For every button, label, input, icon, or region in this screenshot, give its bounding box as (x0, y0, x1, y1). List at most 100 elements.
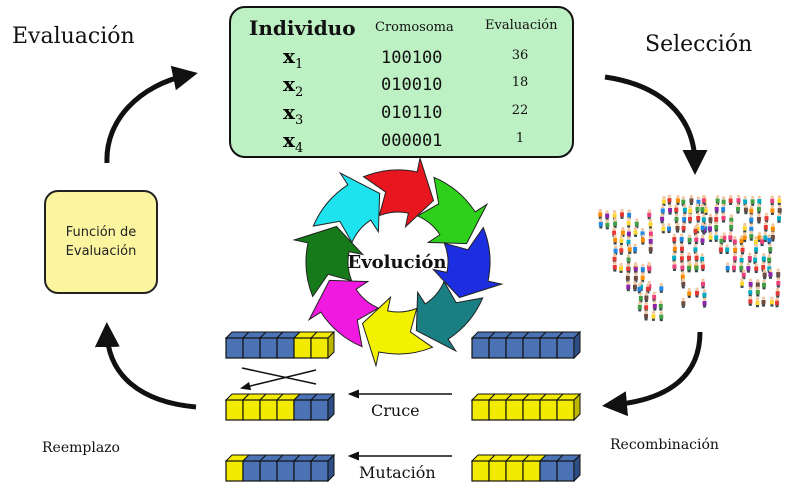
person-figure (651, 310, 656, 321)
gene (225, 399, 244, 421)
person-figure (740, 244, 745, 255)
chromosome-bar-right-top (470, 330, 582, 360)
gene (505, 399, 524, 421)
chromosome-x4: 000001 (381, 131, 443, 151)
chromosome-bar-left-bottom (224, 453, 336, 483)
cycle-arrow-5 (361, 295, 434, 368)
person-figure (688, 213, 693, 224)
evaluation-x2: 18 (511, 75, 529, 90)
person-figure (721, 203, 726, 214)
person-figure (645, 283, 650, 294)
cycle-arrow-7 (292, 225, 365, 298)
person-figure (694, 287, 699, 298)
person-figure (647, 263, 652, 274)
person-figure (700, 261, 705, 272)
person-figure (661, 223, 666, 234)
evaluation-x3: 22 (511, 103, 529, 118)
person-figure (708, 231, 713, 242)
world-population-map (598, 194, 782, 322)
person-figure (626, 281, 631, 292)
person-figure (696, 212, 701, 223)
person-figure (767, 234, 772, 245)
person-figure (659, 311, 664, 322)
person-figure (725, 262, 730, 273)
header-chromosome: Cromosoma (375, 20, 454, 35)
person-figure (619, 262, 624, 273)
person-figure (739, 262, 744, 273)
person-figure (695, 203, 700, 214)
person-figure (719, 235, 724, 246)
arrow-replacement-to-function (94, 322, 197, 410)
person-figure (718, 243, 723, 254)
arrow-evaluation-to-table (104, 65, 198, 164)
person-figure (675, 222, 680, 233)
arrow-table-to-selection (604, 74, 708, 175)
person-figure (700, 203, 705, 214)
person-figure (667, 223, 672, 234)
person-figure (775, 287, 780, 298)
person-figure (682, 213, 687, 224)
person-figure (770, 204, 775, 215)
gene (471, 399, 490, 421)
gene (310, 399, 329, 421)
person-figure (674, 204, 679, 215)
gene (522, 399, 541, 421)
person-figure (764, 212, 769, 223)
evaluation-label: Evaluación (12, 24, 135, 49)
person-figure (760, 236, 765, 247)
person-figure (619, 244, 624, 255)
gene (259, 399, 278, 421)
person-figure (715, 195, 720, 206)
person-figure (620, 227, 625, 238)
person-figure (777, 212, 782, 223)
replacement-label: Reemplazo (42, 440, 120, 456)
gene (505, 337, 524, 359)
person-figure (637, 301, 642, 312)
chromosome-bar-left-middle (224, 392, 336, 422)
person-figure (747, 252, 752, 263)
person-figure (660, 213, 665, 224)
header-evaluation: Evaluación (485, 18, 558, 33)
person-figure (695, 223, 700, 234)
person-figure (626, 253, 631, 264)
person-figure (687, 234, 692, 245)
fitness-function-line1: Función de (65, 225, 137, 240)
person-figure (640, 272, 645, 283)
person-figure (732, 262, 737, 273)
person-figure (626, 217, 631, 228)
gene (276, 337, 295, 359)
person-figure (613, 234, 618, 245)
arrow-selection-to-recombination (602, 331, 703, 417)
person-figure (613, 218, 618, 229)
gene (522, 460, 541, 482)
gene (471, 460, 490, 482)
gene (310, 460, 329, 482)
person-figure (776, 277, 781, 288)
person-figure (667, 194, 672, 205)
individual-x1: x1 (283, 44, 304, 72)
person-figure (750, 195, 755, 206)
person-figure (648, 243, 653, 254)
person-figure (742, 222, 747, 233)
gene (488, 399, 507, 421)
cycle-arrow-8 (312, 171, 381, 244)
person-figure (633, 263, 638, 274)
person-figure (619, 235, 624, 246)
person-figure (634, 218, 639, 229)
person-figure (647, 209, 652, 220)
crossover-line-b (239, 369, 317, 391)
person-figure (701, 213, 706, 224)
person-figure (736, 194, 741, 205)
person-figure (652, 291, 657, 302)
fitness-function-box: Función de Evaluación (44, 190, 158, 294)
person-figure (748, 295, 753, 306)
person-figure (687, 262, 692, 273)
person-figure (775, 297, 780, 308)
chromosome-x1: 100100 (381, 48, 443, 68)
mutation-label: Mutación (359, 463, 436, 482)
gene (225, 337, 244, 359)
person-figure (736, 203, 741, 214)
person-figure (777, 195, 782, 206)
gene (522, 337, 541, 359)
